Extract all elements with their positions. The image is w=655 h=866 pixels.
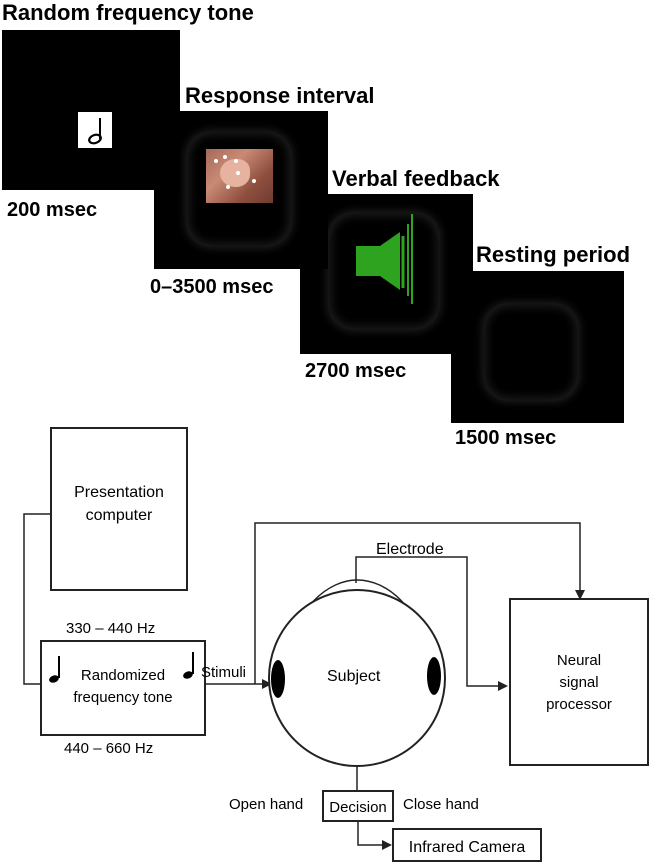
electrode-label: Electrode xyxy=(376,541,444,558)
presentation-computer-label: Presentation computer xyxy=(74,484,164,525)
stage-duration: 2700 msec xyxy=(305,360,407,382)
left-earphone-icon xyxy=(271,660,285,698)
hand-image xyxy=(206,149,273,203)
processor-label: Neural signal processor xyxy=(546,652,612,713)
infrared-camera-box: Infrared Camera xyxy=(392,828,542,862)
stage-duration: 200 msec xyxy=(7,199,98,221)
neural-signal-processor-box: Neural signal processor xyxy=(509,598,649,766)
frequency-range-low: 440 – 660 Hz xyxy=(64,740,154,757)
speaker-icon xyxy=(356,214,413,304)
stage-duration: 0–3500 msec xyxy=(150,276,274,298)
decision-label: Decision xyxy=(329,799,387,816)
music-note-icon xyxy=(88,118,102,145)
infrared-camera-label: Infrared Camera xyxy=(408,839,526,856)
tone-box-label: Randomized frequency tone xyxy=(73,667,173,706)
stage-duration: 1500 msec xyxy=(455,427,557,449)
right-earphone-icon xyxy=(427,657,441,695)
stimuli-label: Stimuli xyxy=(201,664,247,681)
stage-title: Resting period xyxy=(476,242,631,267)
tone-card xyxy=(78,112,112,148)
music-note-icon xyxy=(49,656,60,683)
stage-title: Verbal feedback xyxy=(332,166,500,191)
subject-head xyxy=(268,589,446,767)
music-note-icon xyxy=(183,652,194,679)
open-hand-label: Open hand xyxy=(229,796,304,813)
resting-period-panel xyxy=(451,271,624,423)
stage-title: Random frequency tone xyxy=(2,0,254,25)
random-tone-panel xyxy=(2,30,180,190)
close-hand-label: Close hand xyxy=(403,796,479,813)
subject-label: Subject xyxy=(327,668,381,685)
frequency-range-high: 330 – 440 Hz xyxy=(66,620,156,637)
tone-generator-box: Randomized frequency tone xyxy=(40,640,206,736)
stage-title: Response interval xyxy=(185,83,375,108)
decision-box: Decision xyxy=(322,790,394,822)
presentation-computer-box: Presentation computer xyxy=(50,427,188,591)
verbal-feedback-panel xyxy=(300,194,473,354)
